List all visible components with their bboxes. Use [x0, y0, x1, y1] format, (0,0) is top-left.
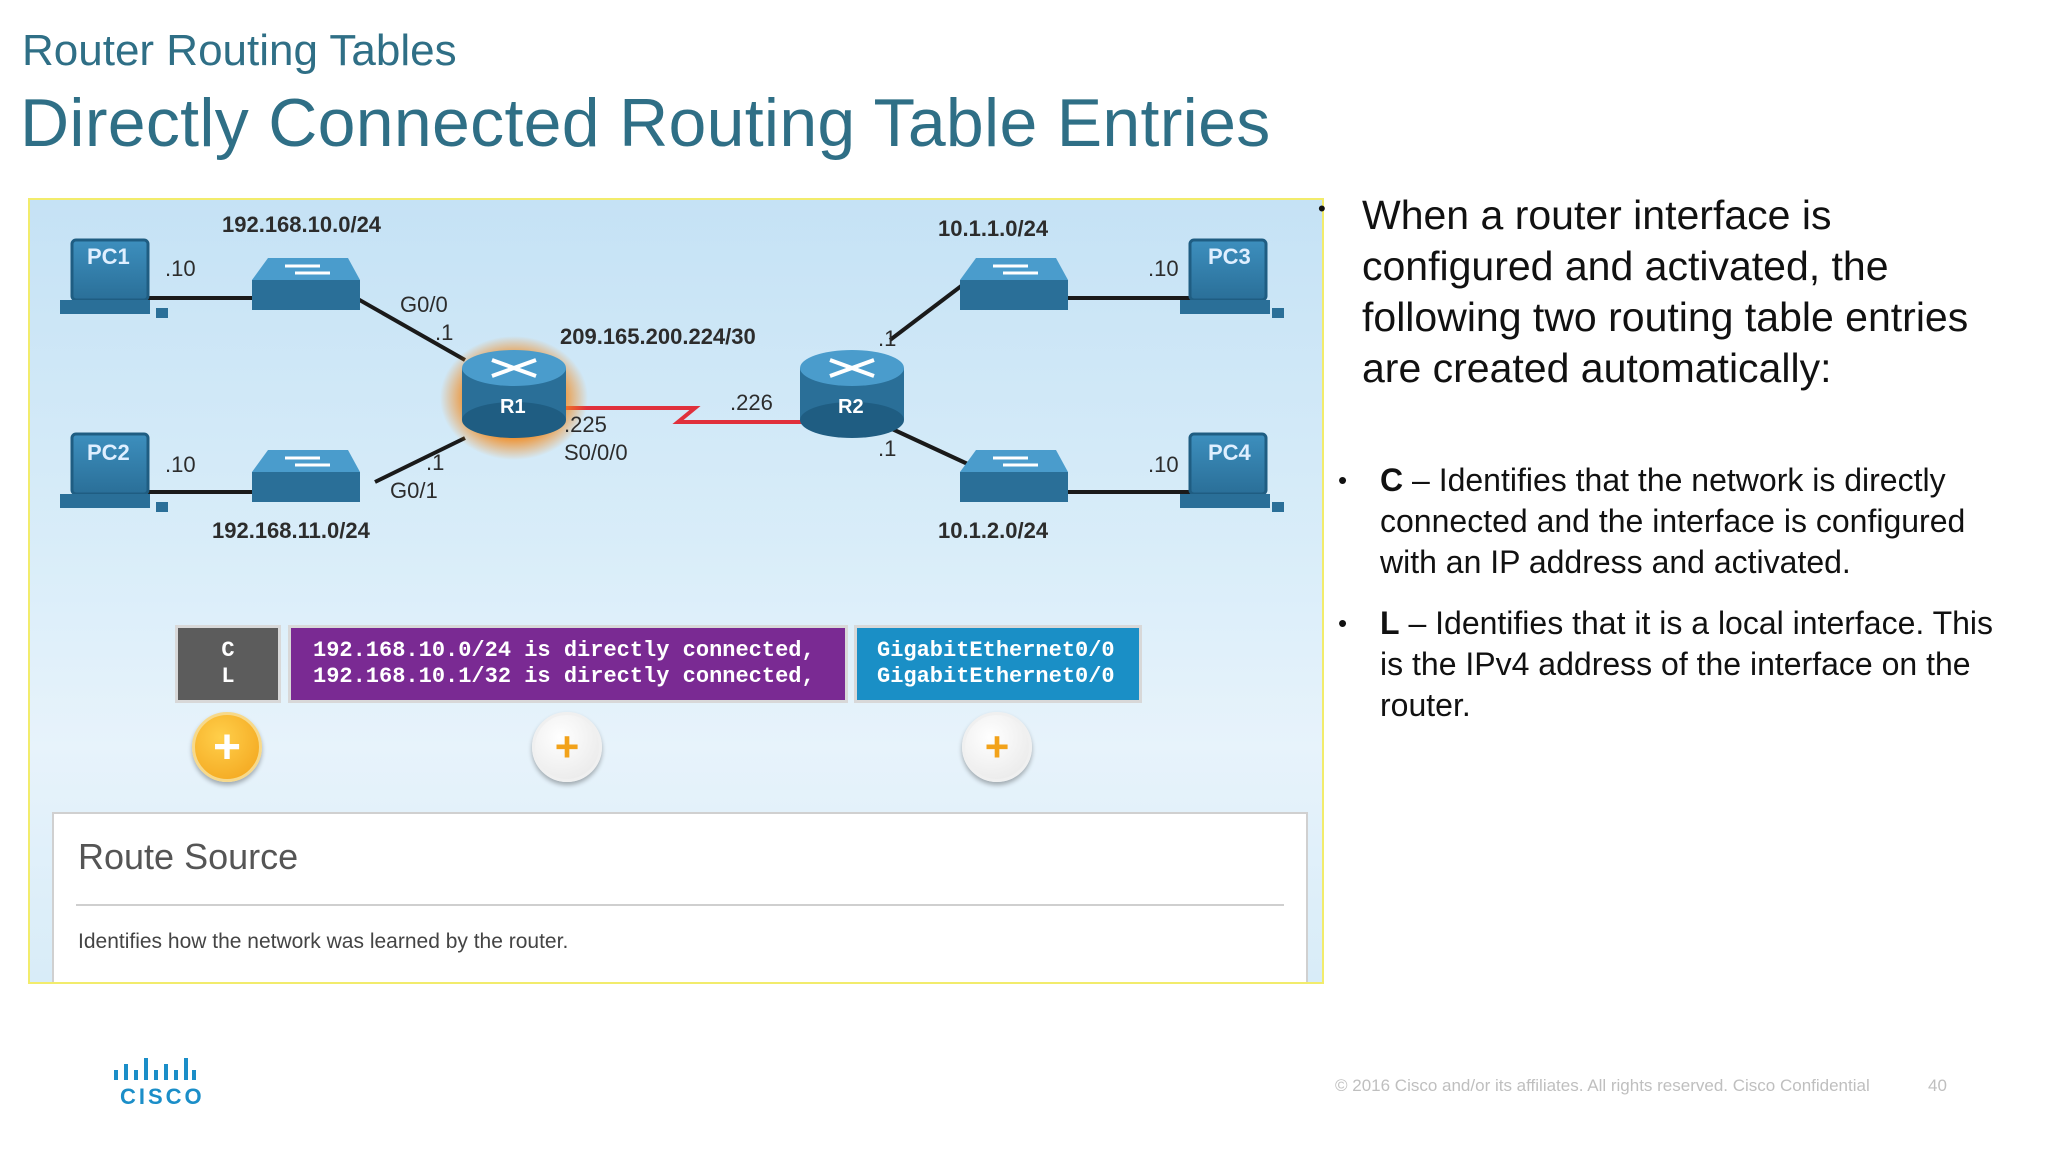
intro-bullet: • — [1318, 196, 1326, 221]
info-divider — [76, 904, 1284, 906]
copyright-text: © 2016 Cisco and/or its affiliates. All … — [1335, 1076, 1870, 1095]
cisco-logo-icon — [114, 1058, 196, 1080]
switch-icon — [252, 450, 360, 502]
serial-link — [565, 406, 810, 424]
network-label: 192.168.10.0/24 — [222, 212, 382, 237]
bullet-key: L — [1380, 605, 1400, 641]
pc2-icon — [60, 432, 168, 512]
bullet-c: •C – Identifies that the network is dire… — [1338, 462, 1966, 580]
route-interface-cell: GigabitEthernet0/0 GigabitEthernet0/0 — [854, 625, 1142, 703]
page-number: 40 — [1928, 1076, 1947, 1095]
address-label: .10 — [1148, 452, 1179, 477]
intro-text: When a router interface is configured an… — [1362, 192, 1969, 391]
route-codes-cell: C L — [175, 625, 281, 703]
r2-label: R2 — [838, 396, 864, 418]
bullet-text: – Identifies that it is a local interfac… — [1380, 605, 1994, 723]
section-title: Router Routing Tables — [22, 26, 457, 75]
network-label: 192.168.11.0/24 — [212, 518, 370, 543]
switch-icon — [252, 258, 360, 310]
route-line-c: 192.168.10.0/24 is directly connected, — [313, 638, 815, 663]
network-topology — [60, 238, 1284, 512]
route-source-info-box: Route Source Identifies how the network … — [52, 812, 1308, 982]
route-code-c: C — [221, 638, 235, 663]
address-label: .225 — [564, 412, 607, 437]
interface-label: S0/0/0 — [564, 440, 628, 465]
pc3-label: PC3 — [1208, 244, 1251, 269]
pc1-icon — [60, 238, 168, 318]
slide-title: Directly Connected Routing Table Entries — [20, 85, 1271, 161]
bullet-list: •C – Identifies that the network is dire… — [1338, 460, 2018, 746]
pc1-label: PC1 — [87, 244, 130, 269]
bullet-l: •L – Identifies that it is a local inter… — [1338, 605, 1994, 723]
bullet-text: – Identifies that the network is directl… — [1380, 462, 1966, 580]
pc2-label: PC2 — [87, 440, 130, 465]
switch-icon — [960, 450, 1068, 502]
address-label: .1 — [878, 436, 897, 461]
route-network-cell: 192.168.10.0/24 is directly connected, 1… — [288, 625, 848, 703]
route-iface-c: GigabitEthernet0/0 — [877, 638, 1115, 663]
router-r1-icon — [440, 336, 588, 460]
network-label: 10.1.2.0/24 — [938, 518, 1049, 543]
topology-diagram: PC1 PC2 PC3 PC4 R1 R2 192.168.10.0/24 19… — [28, 198, 1324, 984]
network-label: 209.165.200.224/30 — [560, 324, 756, 349]
address-label: .1 — [435, 320, 454, 345]
r1-label: R1 — [500, 396, 526, 418]
address-label: .226 — [730, 390, 773, 415]
info-text: Identifies how the network was learned b… — [78, 930, 569, 953]
pc3-icon — [1180, 238, 1284, 318]
route-code-l: L — [221, 664, 235, 689]
cisco-logo-text: CISCO — [120, 1084, 205, 1109]
address-label: .1 — [878, 326, 897, 351]
address-label: .10 — [165, 256, 196, 281]
pc4-label: PC4 — [1208, 440, 1251, 465]
interface-label: G0/1 — [390, 478, 438, 503]
route-source-plus-button[interactable]: + — [192, 712, 262, 782]
bullet-key: C — [1380, 462, 1404, 498]
destination-plus-button[interactable]: + — [532, 712, 602, 782]
address-label: .10 — [1148, 256, 1179, 281]
route-line-l: 192.168.10.1/32 is directly connected, — [313, 664, 815, 689]
address-label: .1 — [426, 450, 445, 475]
route-iface-l: GigabitEthernet0/0 — [877, 664, 1115, 689]
interface-label: G0/0 — [400, 292, 448, 317]
info-title: Route Source — [78, 836, 299, 877]
address-label: .10 — [165, 452, 196, 477]
network-label: 10.1.1.0/24 — [938, 216, 1049, 241]
interface-plus-button[interactable]: + — [962, 712, 1032, 782]
pc4-icon — [1180, 432, 1284, 512]
switch-icon — [960, 258, 1068, 310]
router-r2-icon — [800, 350, 904, 438]
